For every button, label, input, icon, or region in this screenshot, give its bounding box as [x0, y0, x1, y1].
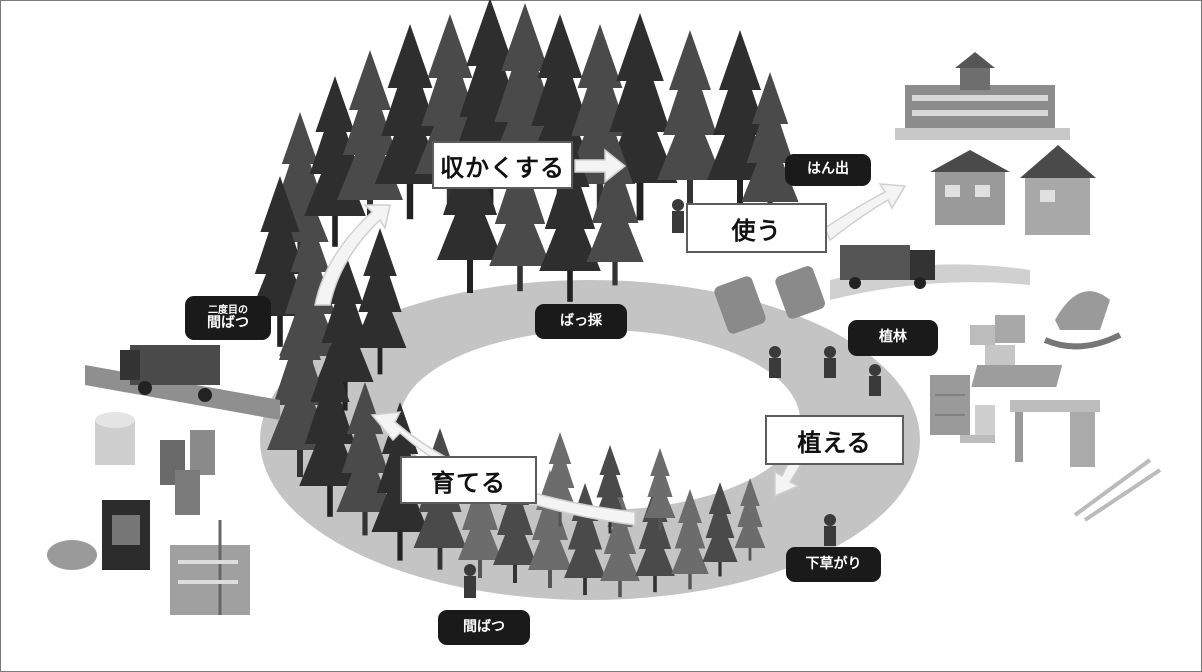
badge-thinning: 間ばつ — [438, 610, 530, 645]
badge-second-thinning-bottom: 間ばつ — [207, 314, 249, 331]
step-use-label: 使う — [686, 203, 827, 253]
badge-weeding: 下草がり — [786, 547, 881, 582]
badge-transport: はん出 — [785, 154, 871, 186]
step-plant-label: 植える — [765, 415, 904, 465]
wooden-products — [930, 291, 1162, 522]
badge-second-thinning: 二度目の 間ばつ — [185, 296, 271, 340]
workers — [464, 199, 881, 598]
badge-second-thinning-top: 二度目の — [208, 304, 248, 316]
badge-planting: 植林 — [848, 320, 938, 356]
biomass-products — [47, 412, 250, 615]
school-building — [895, 52, 1070, 140]
step-harvest-label: 収かくする — [432, 141, 573, 189]
truck-right — [830, 245, 1030, 300]
log-piles — [714, 266, 825, 334]
badge-logging: ばっ採 — [535, 304, 627, 339]
truck-left — [85, 345, 280, 420]
houses — [930, 145, 1096, 235]
step-grow-label: 育てる — [400, 456, 537, 504]
